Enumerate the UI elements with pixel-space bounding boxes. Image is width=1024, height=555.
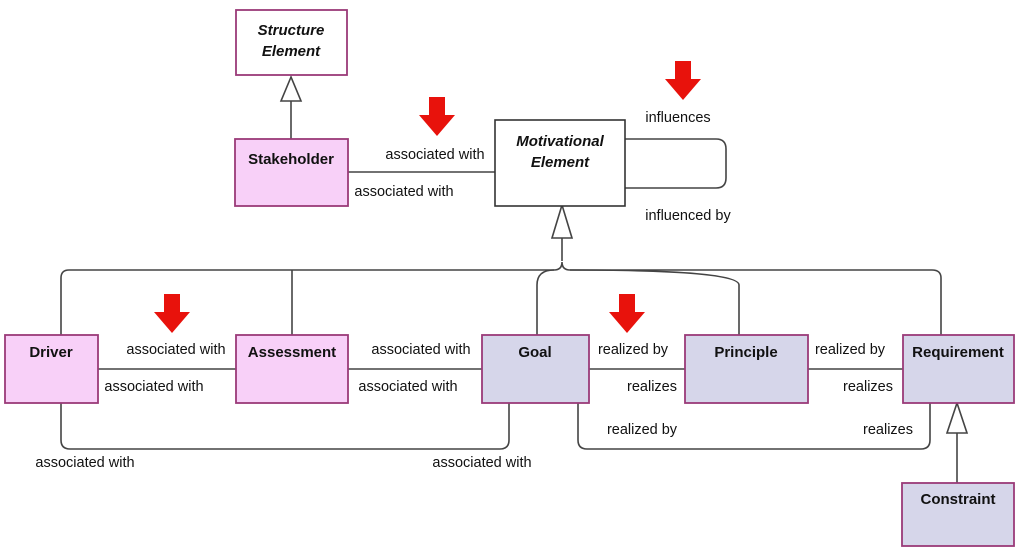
red-down-arrow-icon	[419, 97, 455, 136]
node-constraint: Constraint	[901, 482, 1015, 547]
edge-label: influenced by	[645, 208, 731, 224]
edge-label: realized by	[815, 342, 886, 358]
line-driver-goal	[60, 403, 510, 450]
node-box	[481, 334, 590, 404]
edge-label: realizes	[863, 422, 913, 438]
connector-lines	[60, 100, 958, 483]
generalization-arrowheads	[279, 74, 969, 434]
node-box	[235, 334, 349, 404]
generalization-arrow-icon	[550, 202, 574, 239]
generalization-arrow-icon	[279, 74, 303, 102]
node-requirement: Requirement	[902, 334, 1015, 404]
node-box	[234, 138, 349, 207]
line-influences-loop	[625, 138, 727, 189]
node-goal: Goal	[481, 334, 590, 404]
node-box	[902, 334, 1015, 404]
node-principle: Principle	[684, 334, 809, 404]
line-goal-requirement	[577, 403, 931, 450]
edge-label: realizes	[627, 379, 677, 395]
node-motivational-element: Motivational Element	[494, 119, 626, 207]
edge-label: influences	[645, 110, 710, 126]
node-assessment: Assessment	[235, 334, 349, 404]
node-structure-element: Structure Element	[235, 9, 348, 76]
node-box	[4, 334, 99, 404]
node-box	[494, 119, 626, 207]
node-label: Structure	[258, 22, 325, 39]
red-down-arrow-icon	[154, 294, 190, 333]
edge-label: realized by	[607, 422, 678, 438]
red-down-arrow-icon	[609, 294, 645, 333]
edge-label: associated with	[104, 379, 203, 395]
edge-label: associated with	[35, 455, 134, 471]
edge-label: associated with	[126, 342, 225, 358]
edge-label: associated with	[385, 147, 484, 163]
node-box	[901, 482, 1015, 547]
edge-label: associated with	[354, 184, 453, 200]
node-label: Stakeholder	[248, 151, 334, 168]
node-label: Constraint	[921, 491, 996, 508]
edge-label: associated with	[358, 379, 457, 395]
edge-label: realized by	[598, 342, 669, 358]
node-label: Goal	[518, 344, 551, 361]
node-box	[684, 334, 809, 404]
node-label: Principle	[714, 344, 777, 361]
node-label: Element	[262, 43, 321, 60]
line-tree-principle	[569, 269, 740, 335]
line-tree-bar	[60, 261, 942, 338]
highlight-arrows	[154, 61, 701, 333]
node-label: Driver	[29, 344, 73, 361]
edge-label: associated with	[432, 455, 531, 471]
node-stakeholder: Stakeholder	[234, 138, 349, 207]
node-driver: Driver	[4, 334, 99, 404]
edge-label: realizes	[843, 379, 893, 395]
generalization-arrow-icon	[945, 400, 969, 434]
edge-labels: associated with associated with influenc…	[35, 110, 913, 471]
node-box	[235, 9, 348, 76]
node-label: Element	[531, 154, 590, 171]
red-down-arrow-icon	[665, 61, 701, 100]
node-label: Requirement	[912, 344, 1004, 361]
node-label: Motivational	[516, 133, 604, 150]
line-tree-goal	[536, 269, 555, 335]
edge-label: associated with	[371, 342, 470, 358]
node-label: Assessment	[248, 344, 336, 361]
